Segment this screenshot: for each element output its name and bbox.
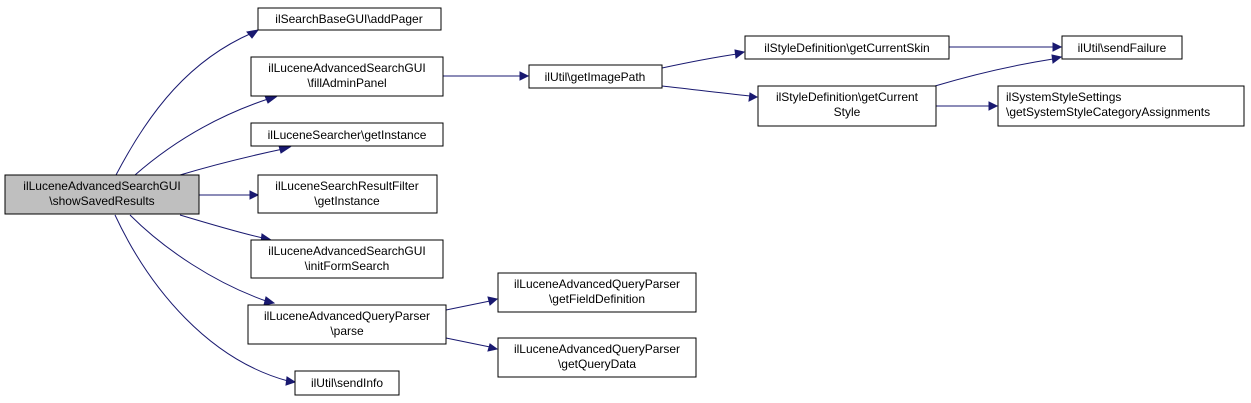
edge-parse-to-getfielddefinition [445, 300, 491, 311]
arrowhead-icon [748, 92, 759, 102]
nodes: ilLuceneAdvancedSearchGUI \showSavedResu… [4, 7, 1245, 396]
node-filter-getinstance[interactable]: ilLuceneSearchResultFilter \getInstance [257, 174, 438, 214]
node-label-line: \showSavedResults [49, 194, 154, 208]
node-getimagepath[interactable]: ilUtil\getImagePath [528, 64, 663, 89]
node-getfielddefinition[interactable]: ilLuceneAdvancedQueryParser \getFieldDef… [497, 272, 697, 313]
node-showsavedresults[interactable]: ilLuceneAdvancedSearchGUI \showSavedResu… [4, 174, 200, 215]
edge-parse-to-getquerydata [445, 337, 491, 348]
arrowhead-icon [285, 376, 297, 386]
arrowhead-icon [263, 296, 276, 306]
edge-showsavedresults-to-searcher-getinstance [179, 148, 284, 176]
node-getquerydata[interactable]: ilLuceneAdvancedQueryParser \getQueryDat… [497, 337, 697, 378]
edges [114, 29, 1063, 386]
node-sendfailure[interactable]: ilUtil\sendFailure [1061, 35, 1183, 60]
node-label-line: Style [834, 105, 861, 119]
arrowhead-icon [246, 29, 260, 39]
node-box [250, 239, 444, 279]
node-box [250, 122, 444, 147]
node-initformsearch[interactable]: ilLuceneAdvancedSearchGUI \initFormSearc… [250, 239, 444, 279]
node-label-line: ilStyleDefinition\getCurrentSkin [764, 41, 929, 55]
node-box [257, 174, 438, 214]
node-label-line: ilLuceneAdvancedSearchGUI [268, 244, 425, 258]
edge-showsavedresults-to-initformsearch [179, 214, 264, 239]
arrowhead-icon [264, 95, 278, 104]
node-box [247, 304, 447, 345]
arrowhead-icon [1051, 54, 1063, 64]
node-label-line: ilLuceneSearchResultFilter [275, 179, 418, 193]
node-getcurrentstyle[interactable]: ilStyleDefinition\getCurrent Style [757, 85, 937, 127]
node-searcher-getinstance[interactable]: ilLuceneSearcher\getInstance [250, 122, 444, 147]
node-label-line: ilUtil\sendFailure [1078, 41, 1167, 55]
node-box [257, 7, 442, 31]
node-box [757, 85, 937, 127]
node-label-line: \getQueryData [558, 357, 636, 371]
edge-showsavedresults-to-parse [129, 214, 267, 302]
edge-getimagepath-to-getcurrentstyle [661, 85, 751, 97]
node-label-line: ilLuceneSearcher\getInstance [268, 128, 427, 142]
node-box [497, 337, 697, 378]
node-box [250, 56, 444, 97]
edge-getimagepath-to-getcurrentskin [661, 53, 738, 69]
node-box [744, 35, 950, 60]
node-label-line: ilUtil\sendInfo [311, 376, 383, 390]
node-parse[interactable]: ilLuceneAdvancedQueryParser \parse [247, 304, 447, 345]
node-label-line: \getInstance [314, 194, 380, 208]
node-label-line: ilLuceneAdvancedSearchGUI [268, 61, 425, 75]
arrowhead-icon [988, 101, 999, 111]
edge-showsavedresults-to-sendinfo [114, 214, 289, 382]
node-box [497, 272, 697, 313]
node-label-line: \getSystemStyleCategoryAssignments [1006, 105, 1210, 119]
node-label-line: \initFormSearch [305, 259, 390, 273]
edge-getcurrentstyle-to-sendfailure [934, 58, 1054, 87]
edge-showsavedresults-to-filladminpanel [134, 98, 269, 176]
node-systemstylecategoryassignments[interactable]: ilSystemStyleSettings \getSystemStyleCat… [997, 85, 1245, 127]
node-label-line: ilLuceneAdvancedQueryParser [514, 277, 680, 291]
node-label-line: ilLuceneAdvancedQueryParser [514, 342, 680, 356]
node-label-line: ilLuceneAdvancedQueryParser [264, 309, 430, 323]
node-box [997, 85, 1245, 127]
node-getcurrentskin[interactable]: ilStyleDefinition\getCurrentSkin [744, 35, 950, 60]
node-label-line: ilLuceneAdvancedSearchGUI [23, 179, 180, 193]
node-box [4, 174, 200, 215]
arrowhead-icon [734, 49, 746, 59]
node-filladminpanel[interactable]: ilLuceneAdvancedSearchGUI \fillAdminPane… [250, 56, 444, 97]
arrowhead-icon [278, 145, 292, 154]
node-addpager[interactable]: ilSearchBaseGUI\addPager [257, 7, 442, 31]
arrowhead-icon [1052, 42, 1063, 52]
edge-showsavedresults-to-addpager [115, 32, 253, 176]
arrowhead-icon [487, 296, 499, 306]
arrowhead-icon [519, 71, 530, 81]
arrowhead-icon [249, 190, 260, 200]
node-label-line: ilUtil\getImagePath [545, 70, 646, 84]
node-label-line: \parse [330, 324, 364, 338]
node-label-line: ilSearchBaseGUI\addPager [275, 12, 422, 26]
node-label-line: ilStyleDefinition\getCurrent [776, 90, 919, 104]
arrowhead-icon [487, 343, 499, 352]
node-box [1061, 35, 1183, 60]
node-sendinfo[interactable]: ilUtil\sendInfo [294, 370, 400, 396]
node-label-line: \getFieldDefinition [549, 292, 645, 306]
node-label-line: \fillAdminPanel [307, 76, 386, 90]
node-label-line: ilSystemStyleSettings [1006, 90, 1121, 104]
node-box [294, 370, 400, 396]
node-box [528, 64, 663, 89]
